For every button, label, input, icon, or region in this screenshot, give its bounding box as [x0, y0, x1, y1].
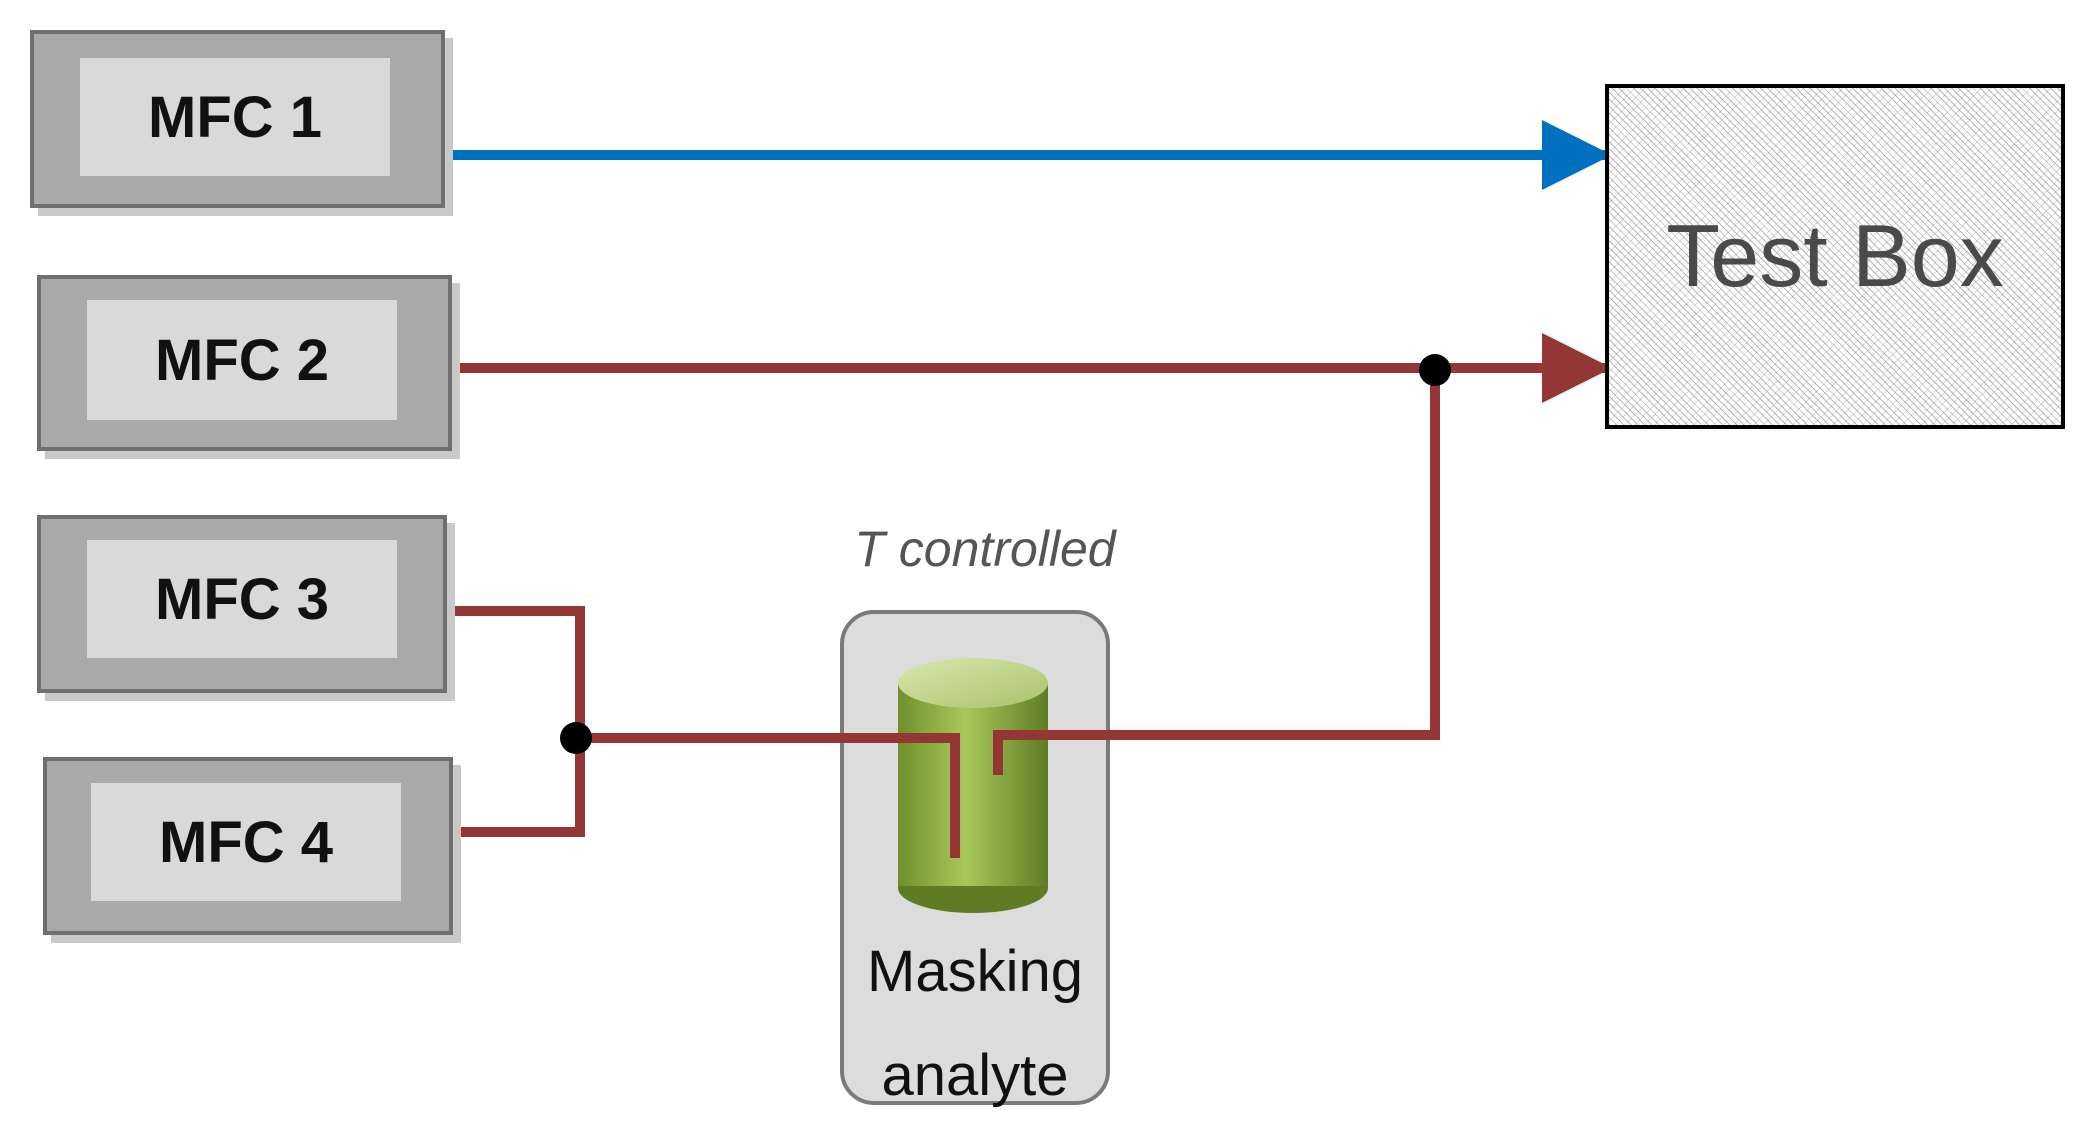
mfc4-line: [457, 738, 585, 837]
inlet-line: [580, 733, 960, 858]
temperature-controlled-label: T controlled: [854, 521, 1116, 577]
masking-analyte-line1: Masking: [867, 939, 1083, 1004]
analyte-cylinder-icon: [898, 658, 1048, 913]
merge-junction-dot: [560, 722, 592, 754]
mfc-1-label: MFC 1: [80, 58, 390, 176]
test-box-label: Test Box: [1666, 205, 2004, 305]
mfc-2-label: MFC 2: [87, 300, 397, 420]
testbox-junction-dot: [1419, 354, 1451, 386]
test-box: Test Box: [1605, 84, 2065, 429]
masking-analyte-line2: analyte: [881, 1043, 1069, 1108]
mfc3-line: [452, 606, 585, 738]
mfc-3-label: MFC 3: [87, 540, 397, 658]
mfc-4-label: MFC 4: [91, 783, 401, 901]
masking-analyte-label: Masking analyte: [840, 920, 1110, 1128]
outlet-line: [993, 368, 1440, 775]
